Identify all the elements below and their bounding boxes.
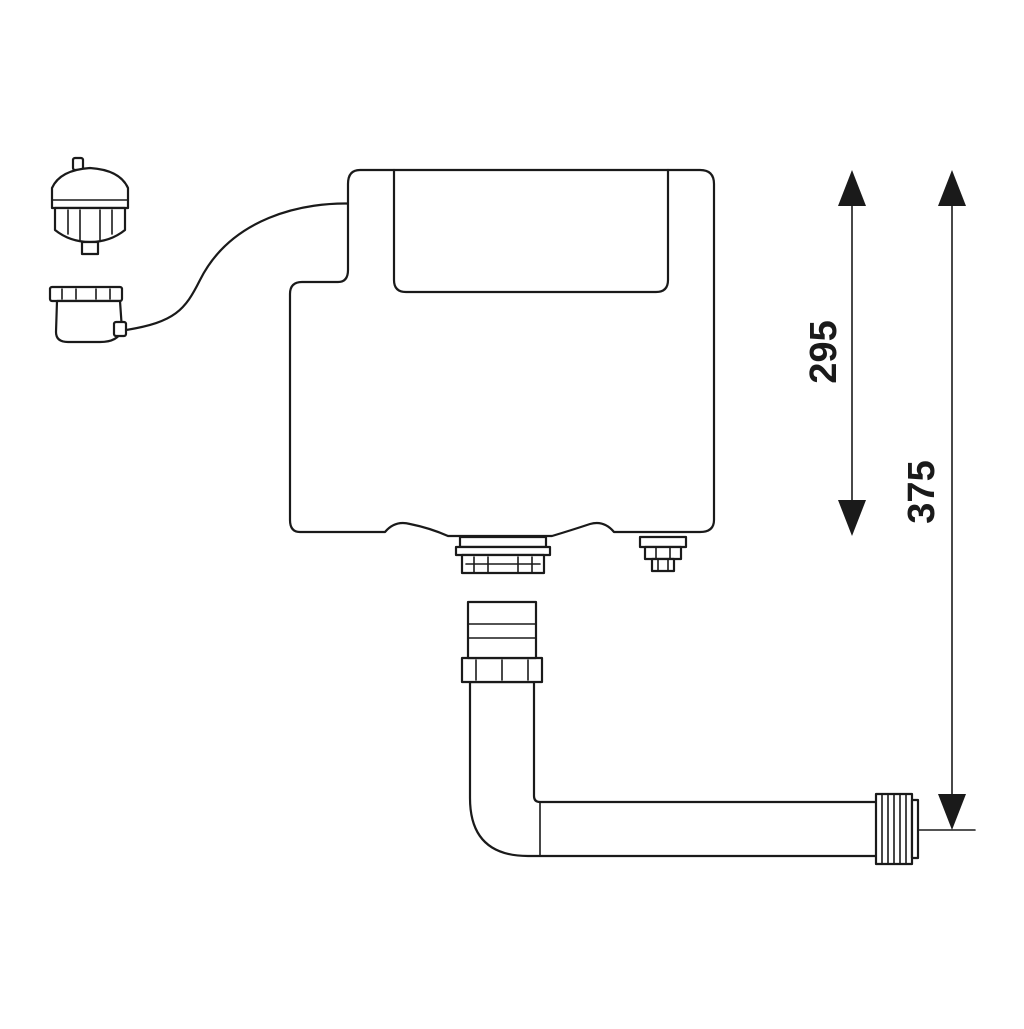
button-housing-icon xyxy=(48,285,128,344)
dimension-375: 375 xyxy=(901,170,976,831)
dimension-375-label: 375 xyxy=(901,460,943,523)
push-button-icon xyxy=(50,156,130,256)
dimension-295-label: 295 xyxy=(803,320,845,383)
cistern-icon xyxy=(288,168,716,538)
flush-outlet-icon xyxy=(454,535,552,575)
dimension-295: 295 xyxy=(803,170,866,536)
flush-pipe-icon xyxy=(460,600,920,866)
inlet-valve-icon xyxy=(638,535,688,573)
